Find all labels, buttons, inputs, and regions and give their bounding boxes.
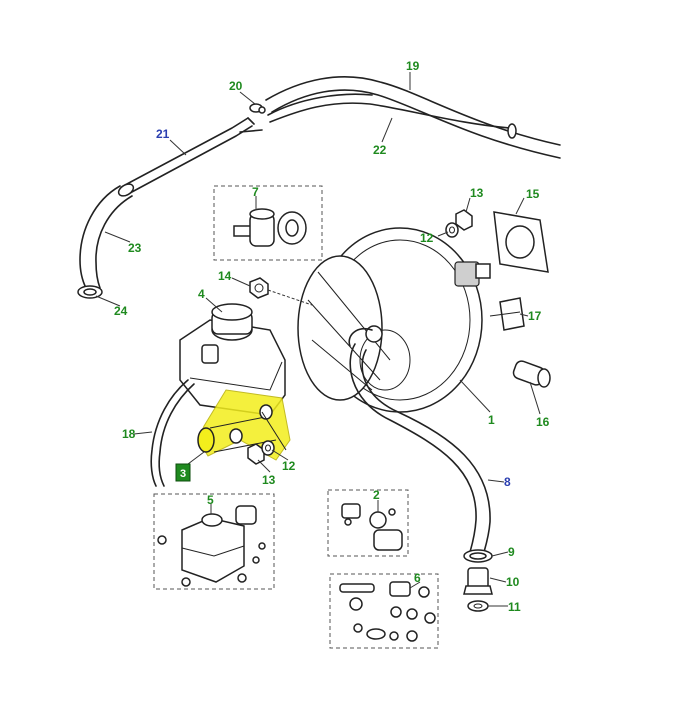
callout-13-upper[interactable]: 13 bbox=[470, 186, 484, 200]
nut-14[interactable] bbox=[249, 277, 313, 306]
fluid-reservoir-4[interactable] bbox=[179, 303, 286, 416]
callout-14[interactable]: 14 bbox=[218, 269, 232, 283]
gasket-15[interactable] bbox=[493, 211, 549, 273]
valve-kit-2[interactable] bbox=[341, 503, 403, 551]
reservoir-kit-5[interactable] bbox=[157, 505, 266, 587]
callout-2[interactable]: 2 bbox=[373, 488, 380, 502]
callout-7[interactable]: 7 bbox=[252, 185, 259, 199]
adaptor-10[interactable] bbox=[463, 567, 493, 595]
callout-11[interactable]: 11 bbox=[508, 600, 521, 614]
box-reservoir-kit-5 bbox=[153, 493, 275, 590]
vacuum-hose-23[interactable] bbox=[79, 182, 135, 289]
callout-12-upper[interactable]: 12 bbox=[420, 231, 434, 245]
sensor-lead-18[interactable] bbox=[150, 379, 195, 487]
clevis-17[interactable] bbox=[489, 297, 525, 331]
callout-16[interactable]: 16 bbox=[536, 415, 550, 429]
brake-servo-booster-1[interactable] bbox=[297, 227, 491, 413]
callout-19[interactable]: 19 bbox=[406, 59, 420, 73]
nut-13-upper[interactable] bbox=[455, 209, 473, 231]
callout-12-lower[interactable]: 12 bbox=[282, 459, 296, 473]
leader-lines bbox=[95, 72, 541, 607]
callout-15[interactable]: 15 bbox=[526, 187, 540, 201]
callouts: 1 2 4 5 6 7 8 9 10 11 12 12 13 13 14 15 … bbox=[114, 59, 550, 614]
vacuum-hose-22[interactable] bbox=[267, 93, 517, 139]
washer-12-upper[interactable] bbox=[445, 222, 459, 238]
callout-17[interactable]: 17 bbox=[528, 309, 542, 323]
callout-13-lower[interactable]: 13 bbox=[262, 473, 276, 487]
vacuum-hose-8[interactable] bbox=[348, 328, 491, 553]
callout-20[interactable]: 20 bbox=[229, 79, 243, 93]
hose-clip-9[interactable] bbox=[463, 549, 493, 563]
callout-4[interactable]: 4 bbox=[198, 287, 205, 301]
callout-9[interactable]: 9 bbox=[508, 545, 515, 559]
callout-8[interactable]: 8 bbox=[504, 475, 511, 489]
callout-1[interactable]: 1 bbox=[488, 413, 495, 427]
callout-23[interactable]: 23 bbox=[128, 241, 142, 255]
callout-21[interactable]: 21 bbox=[156, 127, 170, 141]
washer-12-lower[interactable] bbox=[261, 440, 275, 456]
box-valve-kit-2 bbox=[327, 489, 409, 557]
nut-13-lower[interactable] bbox=[247, 443, 265, 465]
pin-16[interactable] bbox=[512, 359, 551, 388]
callout-18[interactable]: 18 bbox=[122, 427, 136, 441]
callout-6[interactable]: 6 bbox=[414, 571, 421, 585]
non-return-valve-7[interactable] bbox=[233, 208, 307, 247]
callout-10[interactable]: 10 bbox=[506, 575, 520, 589]
selected-marker-label: 3 bbox=[180, 468, 186, 480]
callout-24[interactable]: 24 bbox=[114, 304, 128, 318]
vacuum-pipe-21[interactable] bbox=[124, 117, 263, 194]
hose-clip-24[interactable] bbox=[77, 285, 103, 299]
seal-kit-6[interactable] bbox=[339, 581, 436, 642]
hose-clip-20[interactable] bbox=[249, 103, 266, 114]
vacuum-hose-19[interactable] bbox=[265, 76, 561, 159]
selected-part-marker-3[interactable]: 3 bbox=[175, 463, 191, 482]
callout-22[interactable]: 22 bbox=[373, 143, 387, 157]
callout-5[interactable]: 5 bbox=[207, 493, 214, 507]
sealing-washer-11[interactable] bbox=[467, 600, 489, 612]
